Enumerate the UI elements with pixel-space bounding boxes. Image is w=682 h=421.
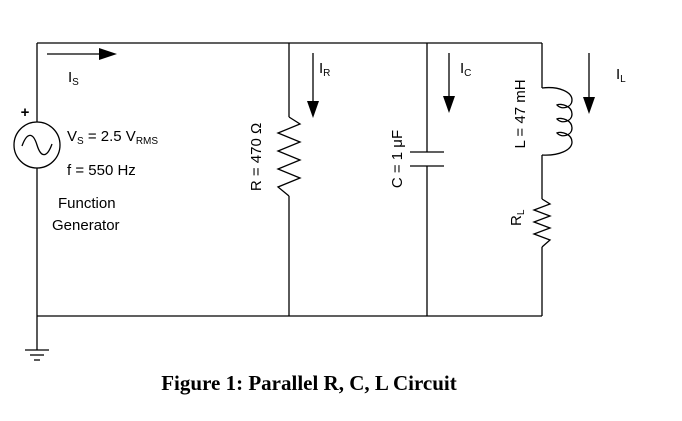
capacitor-current-label: IC	[460, 60, 471, 79]
inductor-resistance-icon	[532, 198, 552, 248]
source-polarity: +	[21, 104, 30, 121]
source-current-arrow-icon	[47, 48, 117, 60]
inductor-current-label: IL	[616, 66, 626, 85]
source-voltage-label: VS = 2.5 VRMS	[67, 128, 158, 147]
inductor-icon	[541, 86, 573, 156]
circuit-wires	[36, 42, 543, 350]
source-name-line1: Function	[58, 195, 116, 212]
source-current-label: IS	[68, 69, 79, 88]
inductor-label: L = 47 mH	[512, 79, 529, 148]
figure-caption: Figure 1: Parallel R, C, L Circuit	[161, 371, 457, 395]
inductor-current-arrow-icon	[583, 53, 595, 114]
resistor-current-label: IR	[319, 60, 330, 79]
capacitor-current-arrow-icon	[443, 53, 455, 113]
resistor-label: R = 470 Ω	[248, 123, 265, 191]
inductor-resistance-label: RL	[508, 209, 527, 226]
capacitor-icon	[410, 151, 444, 167]
source-name-line2: Generator	[52, 217, 120, 234]
capacitor-label: C = 1 μF	[389, 130, 406, 188]
resistor-icon	[276, 116, 302, 197]
ground-icon	[25, 349, 49, 361]
resistor-current-arrow-icon	[307, 53, 319, 118]
ac-source-icon	[13, 121, 61, 169]
source-frequency-label: f = 550 Hz	[67, 162, 136, 179]
